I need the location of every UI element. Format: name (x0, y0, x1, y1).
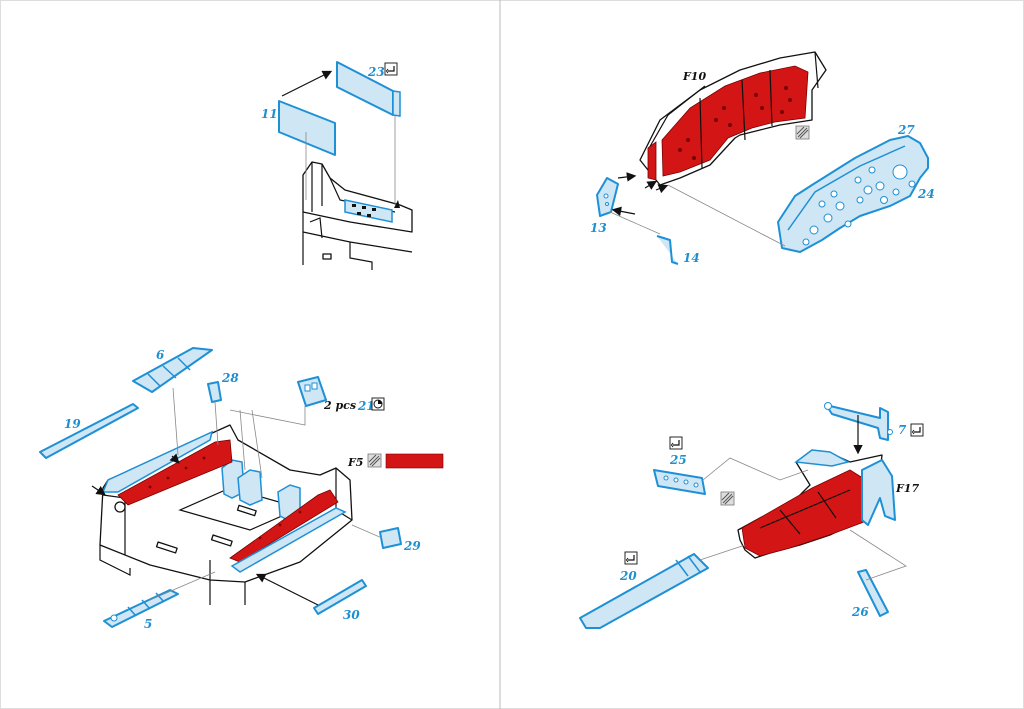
console-paint-left (117, 439, 233, 506)
part-14-strip (656, 235, 679, 265)
fold-icon (669, 436, 683, 450)
spray-paint-icon (367, 453, 382, 468)
part-27-label: 27 (897, 123, 915, 137)
cockpit-sill-lineart (302, 161, 413, 270)
part-19-label: 19 (64, 417, 81, 431)
part-25-panel (653, 469, 706, 495)
part-29-panel (379, 527, 402, 549)
part-6-strip (132, 347, 213, 393)
part-5-label: 5 (144, 617, 152, 631)
part-11-panel (278, 100, 336, 156)
fold-icon (384, 62, 398, 76)
step-bottom-left: 6 28 19 2 pcs 21 F5 29 30 5 (39, 347, 444, 631)
console-detail-dots (148, 456, 302, 540)
part-21-panel (297, 376, 327, 407)
part-26-panel (857, 569, 889, 617)
console-paint-right (229, 489, 339, 563)
fold-icon (910, 423, 924, 437)
part-30-label: 30 (343, 608, 360, 622)
step-top-right: F10 27 24 (590, 51, 935, 265)
part-30-strip (313, 579, 367, 615)
spray-paint-icon (720, 491, 735, 506)
f5-label: F5 (347, 456, 363, 469)
part-25-label: 25 (669, 453, 687, 467)
spray-paint-icon (795, 125, 810, 140)
f10-label: F10 (682, 70, 706, 83)
step-top-left: 11 23 (261, 61, 413, 270)
panel-dials (802, 164, 916, 246)
part-26-label: 26 (851, 605, 869, 619)
part-23-flap (392, 90, 401, 117)
center-console-paint (741, 469, 867, 557)
part-24-instrument-panel (777, 135, 929, 253)
part-5-strip (103, 589, 179, 628)
part-7-label: 7 (898, 423, 907, 437)
f17-label: F17 (895, 482, 919, 495)
part-23-label: 23 (367, 65, 385, 79)
part-19-strip (39, 403, 139, 459)
part-13-label: 13 (590, 221, 607, 235)
part-14-label: 14 (683, 251, 700, 265)
part-20-strip (579, 553, 709, 629)
part-24-label: 24 (917, 187, 935, 201)
part-6-label: 6 (156, 348, 165, 362)
part-29-label: 29 (403, 539, 421, 553)
rotate-icon (371, 397, 385, 411)
part-11-label: 11 (261, 107, 278, 121)
f5-color-swatch (385, 453, 444, 469)
part-20-label: 20 (619, 569, 637, 583)
shroud-detail-dots (678, 86, 792, 160)
step-bottom-right: 7 F17 25 20 (579, 402, 924, 629)
shroud-paint-red (661, 65, 809, 177)
part-21-label: 21 (357, 399, 375, 413)
fold-icon (624, 551, 638, 565)
part-7-strip (825, 404, 889, 441)
part-28-label: 28 (221, 371, 239, 385)
part-28-panel (207, 381, 222, 403)
qty-label: 2 pcs (323, 399, 356, 412)
